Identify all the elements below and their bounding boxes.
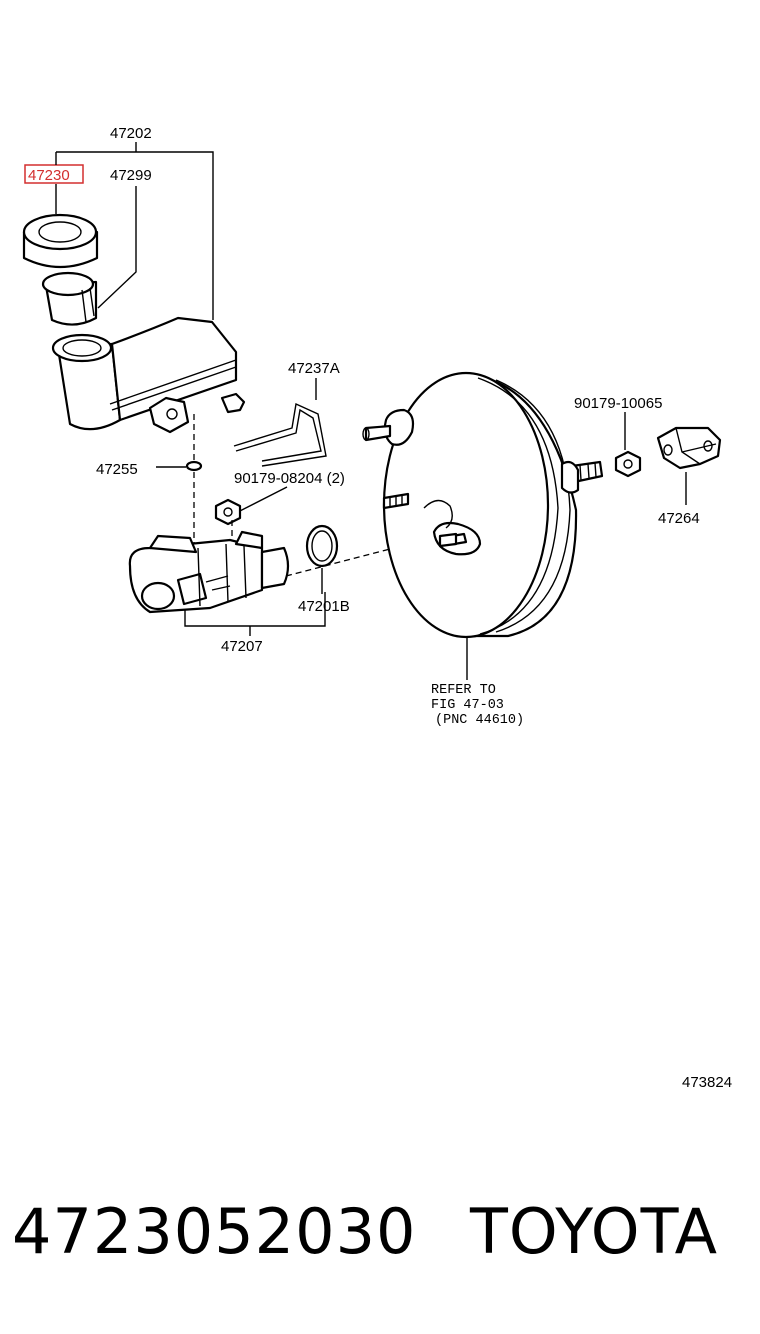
- highlight-box-47230: [24, 164, 84, 184]
- master-cylinder-47207: [128, 530, 290, 614]
- clevis-47264: [656, 426, 722, 470]
- leader-lines: [55, 142, 687, 680]
- strainer-47299: [41, 271, 98, 326]
- figure-number: 473824: [682, 1074, 732, 1091]
- grommet-47255: [185, 460, 203, 472]
- label-90179-08204: 90179-08204 (2): [234, 470, 345, 487]
- reference-note-line-1: REFER TO: [431, 683, 496, 698]
- label-47237A: 47237A: [288, 360, 340, 377]
- nut-90179-10065: [614, 450, 642, 478]
- label-47230[interactable]: 47230: [28, 167, 70, 184]
- brake-booster: [362, 371, 604, 639]
- label-47202: 47202: [110, 125, 152, 142]
- label-47201B: 47201B: [298, 598, 350, 615]
- label-47299: 47299: [110, 167, 152, 184]
- reservoir-47202: [51, 316, 246, 434]
- reference-note-line-3: (PNC 44610): [435, 713, 524, 728]
- reservoir-cap-47230[interactable]: [22, 213, 99, 268]
- brand-caption: TOYOTA: [470, 1195, 719, 1268]
- label-47255: 47255: [96, 461, 138, 478]
- pipe-47237A: [233, 402, 327, 467]
- part-number-caption: 4723052030: [12, 1195, 417, 1268]
- gasket-47201B: [305, 524, 339, 568]
- nut-90179-08204: [214, 498, 242, 526]
- label-47207: 47207: [221, 638, 263, 655]
- label-90179-10065: 90179-10065: [574, 395, 662, 412]
- reference-note-line-2: FIG 47-03: [431, 698, 504, 713]
- label-47264: 47264: [658, 510, 700, 527]
